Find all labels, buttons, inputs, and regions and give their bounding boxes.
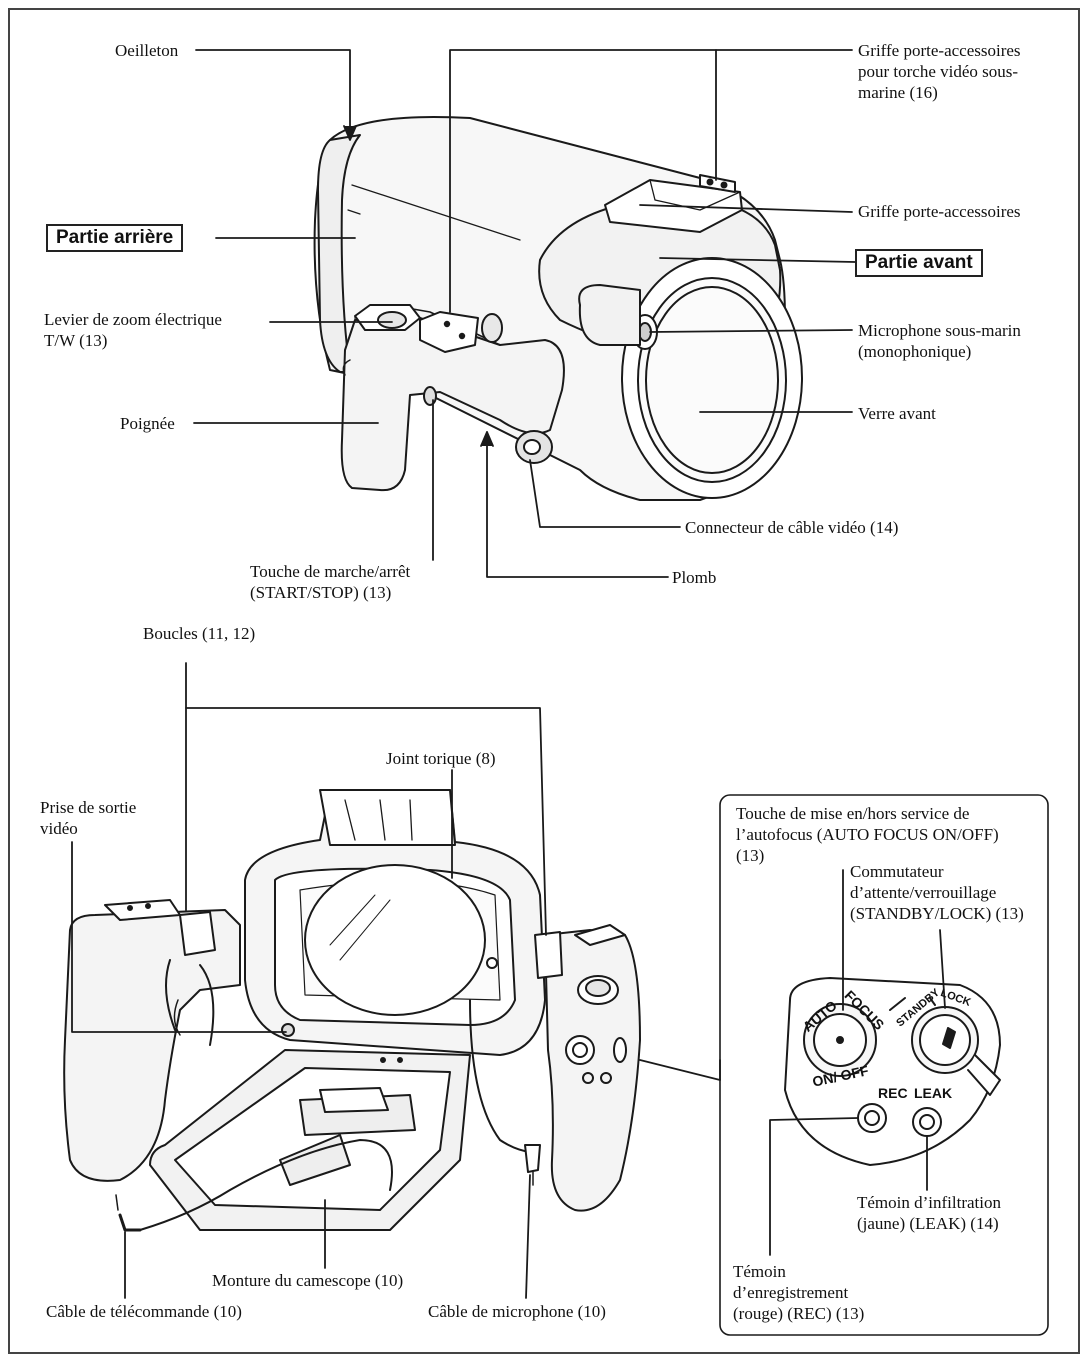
label-prise-sortie: Prise de sortie vidéo [40,798,137,838]
label-griffe-torche: Griffe porte-accessoires pour torche vid… [858,41,1021,102]
label-monture: Monture du camescope (10) [212,1271,404,1290]
leak-lamp [912,1107,942,1137]
left-handle [63,909,241,1182]
remote-cable [139,1139,393,1231]
start-stop-button [423,386,437,406]
label-touche-marche: Touche de marche/arrêt (START/STOP) (13) [250,562,411,602]
housing-open-view [63,789,641,1232]
label-boucles: Boucles (11, 12) [143,624,256,643]
label-plomb: Plomb [672,568,717,587]
label-partie-arriere: Partie arrière [46,224,184,252]
mic-cable [469,999,531,1153]
label-cable-telecommande: Câble de télécommande (10) [46,1302,242,1321]
right-handle [544,929,641,1212]
label-microphone: Microphone sous-marin (monophonique) [858,321,1021,361]
label-verre: Verre avant [858,404,936,423]
label-poignee: Poignée [120,414,175,433]
label-touche-autofocus: Touche de mise en/hors service de l’auto… [736,804,999,865]
leader-lines [71,49,946,1299]
label-partie-avant: Partie avant [855,249,983,277]
panel-text-rec: REC [878,1085,908,1101]
label-commutateur: Commutateur d’attente/verrouillage (STAN… [850,862,1024,923]
label-levier-zoom: Levier de zoom électrique T/W (13) [44,310,222,350]
inner-glass [304,864,486,1016]
panel-text-leak: LEAK [914,1085,953,1101]
label-joint: Joint torique (8) [386,749,496,768]
housing-top-view [313,115,803,501]
label-oeilleton: Oeilleton [115,41,179,60]
label-griffe: Griffe porte-accessoires [858,202,1021,221]
label-temoin-enregistrement: Témoin d’enregistrement (rouge) (REC) (1… [733,1262,865,1323]
rec-lamp [857,1103,887,1133]
label-cable-micro: Câble de microphone (10) [428,1302,606,1321]
diagram-frame [8,8,1080,1354]
label-temoin-infiltration: Témoin d’infiltration (jaune) (LEAK) (14… [857,1193,1001,1233]
right-buckle [534,931,563,979]
label-connecteur: Connecteur de câble vidéo (14) [685,518,899,537]
grip-arm [340,317,565,492]
left-buckle [179,911,216,956]
